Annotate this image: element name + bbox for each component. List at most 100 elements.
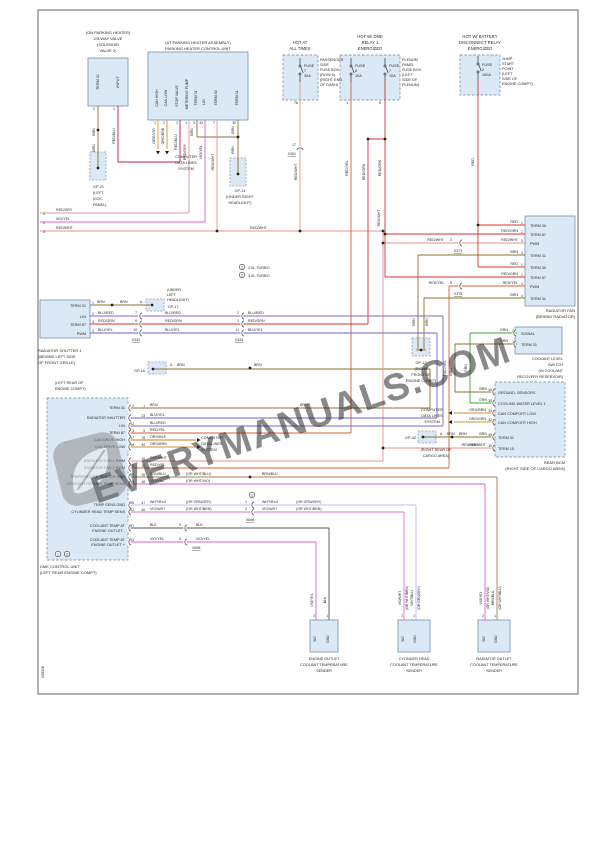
connector-arc: [128, 443, 132, 451]
label: 5: [379, 101, 381, 105]
junction-dot: [215, 229, 219, 233]
connector-arc: [492, 433, 496, 441]
label: TERM 31: [194, 90, 198, 105]
label: DATA LINES: [175, 161, 197, 165]
label: RELAY 1: [362, 40, 380, 45]
label: RED/WHT: [211, 153, 215, 171]
label: 5: [450, 281, 452, 285]
label: PLENUM: [402, 58, 418, 62]
label: PANEL): [93, 203, 107, 207]
label: RADIATOR SHUTTER: [87, 416, 126, 420]
label: TERM 31: [498, 436, 514, 440]
label: 1: [521, 263, 523, 267]
label: VIO/WHT: [398, 591, 402, 606]
label: VIO/YEL: [150, 479, 164, 483]
label: OF DASH): [320, 83, 339, 87]
connector-arc: [128, 480, 132, 488]
label: 2/3-WAY VALVE: [94, 36, 123, 41]
label: CAN COMFORT HIGH: [498, 421, 537, 425]
label: ENGINE OUTLET: [309, 657, 340, 661]
label: VIO/YEL: [150, 537, 164, 541]
label: FUSE BOX: [402, 68, 422, 72]
label: 7: [304, 69, 306, 73]
connector-arc: [251, 508, 255, 516]
fuse-terminal: [349, 64, 353, 68]
label: 10A: [389, 74, 396, 78]
label: GP-16: [134, 369, 145, 373]
data-bus-arrow-icon: [448, 411, 452, 415]
label: TERM 31: [70, 304, 86, 308]
label: (BEHIND LEFT SIDE: [38, 354, 76, 359]
label: 16: [130, 443, 134, 447]
label: GND: [413, 635, 417, 643]
label: SIDE OF: [402, 78, 418, 82]
label: 1: [143, 404, 145, 408]
label: RED/YEL: [150, 428, 165, 432]
label: 5: [143, 429, 145, 433]
label: 4: [521, 251, 523, 255]
label: TERM 87: [530, 276, 546, 280]
label: SIG: [401, 636, 405, 642]
connector-icon: [296, 146, 304, 151]
label: HOT AT: [293, 40, 308, 45]
label: BRN: [412, 318, 416, 326]
label: BRN: [459, 432, 467, 436]
connector-icon: [127, 480, 132, 488]
label: 23: [141, 414, 145, 418]
label: BLU/RED: [98, 311, 114, 315]
label: VALVE 2): [100, 48, 118, 53]
connector-arc: [139, 329, 143, 337]
label: ALL TIMES: [289, 46, 310, 51]
radiator-fan-box: [524, 215, 576, 307]
label: BLK: [323, 596, 327, 603]
label: 15A: [355, 74, 362, 78]
footnote-circle: [64, 550, 71, 557]
label: (OR GRN/GRY): [186, 500, 212, 504]
label: (SOLENOID: [97, 42, 119, 47]
label: BLU/RED: [165, 311, 181, 315]
label: 34: [488, 409, 492, 413]
label: 2: [132, 404, 134, 408]
label: CAN LOW: [164, 89, 168, 106]
label: (RIGHT END: [320, 78, 342, 82]
label: (OR WHT/VIO): [186, 479, 210, 483]
connector-arc: [128, 414, 132, 422]
label: X698: [246, 518, 254, 522]
label: TERM 87: [530, 233, 546, 237]
label: DATA LINES: [201, 442, 223, 446]
connector-arc: [128, 404, 132, 412]
label: (LEFT: [93, 191, 104, 195]
fuse-terminal: [383, 72, 387, 76]
label: VIO/YEL: [196, 537, 210, 541]
junction-dot: [381, 229, 385, 233]
label: SENDER: [486, 669, 502, 673]
connector-icon: [127, 473, 132, 481]
label: SYSTEM: [178, 167, 194, 171]
label: RED: [510, 262, 518, 266]
label: (OR WHT/BRN): [296, 507, 322, 511]
label: (LEFT REAR ENGINE COMPT): [40, 570, 97, 575]
label: COOLING WATER LEVEL 1: [498, 402, 546, 406]
label: 18: [141, 457, 145, 461]
label: FUSE: [355, 64, 366, 68]
label: TERM 31: [530, 254, 546, 258]
label: 2: [176, 121, 178, 125]
label: 1: [326, 614, 328, 618]
label: KICK: [93, 197, 102, 201]
label: RED: [510, 220, 518, 224]
connector-icon: [127, 443, 132, 451]
footnote-number: 2: [241, 273, 243, 277]
connector-arc: [241, 312, 245, 320]
connector-arc: [492, 399, 496, 407]
label: FUSE: [389, 64, 400, 68]
data-bus-arrow-icon: [197, 445, 201, 449]
label: 3: [132, 429, 134, 433]
label: GP-17: [168, 305, 178, 309]
radiator-shutter-box: [39, 299, 91, 339]
label: SENDER: [406, 669, 422, 673]
label: RED/YEL: [503, 281, 518, 285]
label: 19: [141, 464, 145, 468]
rear-bcm-box: [494, 381, 566, 458]
label: OF FRONT GRILLE): [38, 360, 76, 365]
label: BLU/YEL: [248, 328, 263, 332]
